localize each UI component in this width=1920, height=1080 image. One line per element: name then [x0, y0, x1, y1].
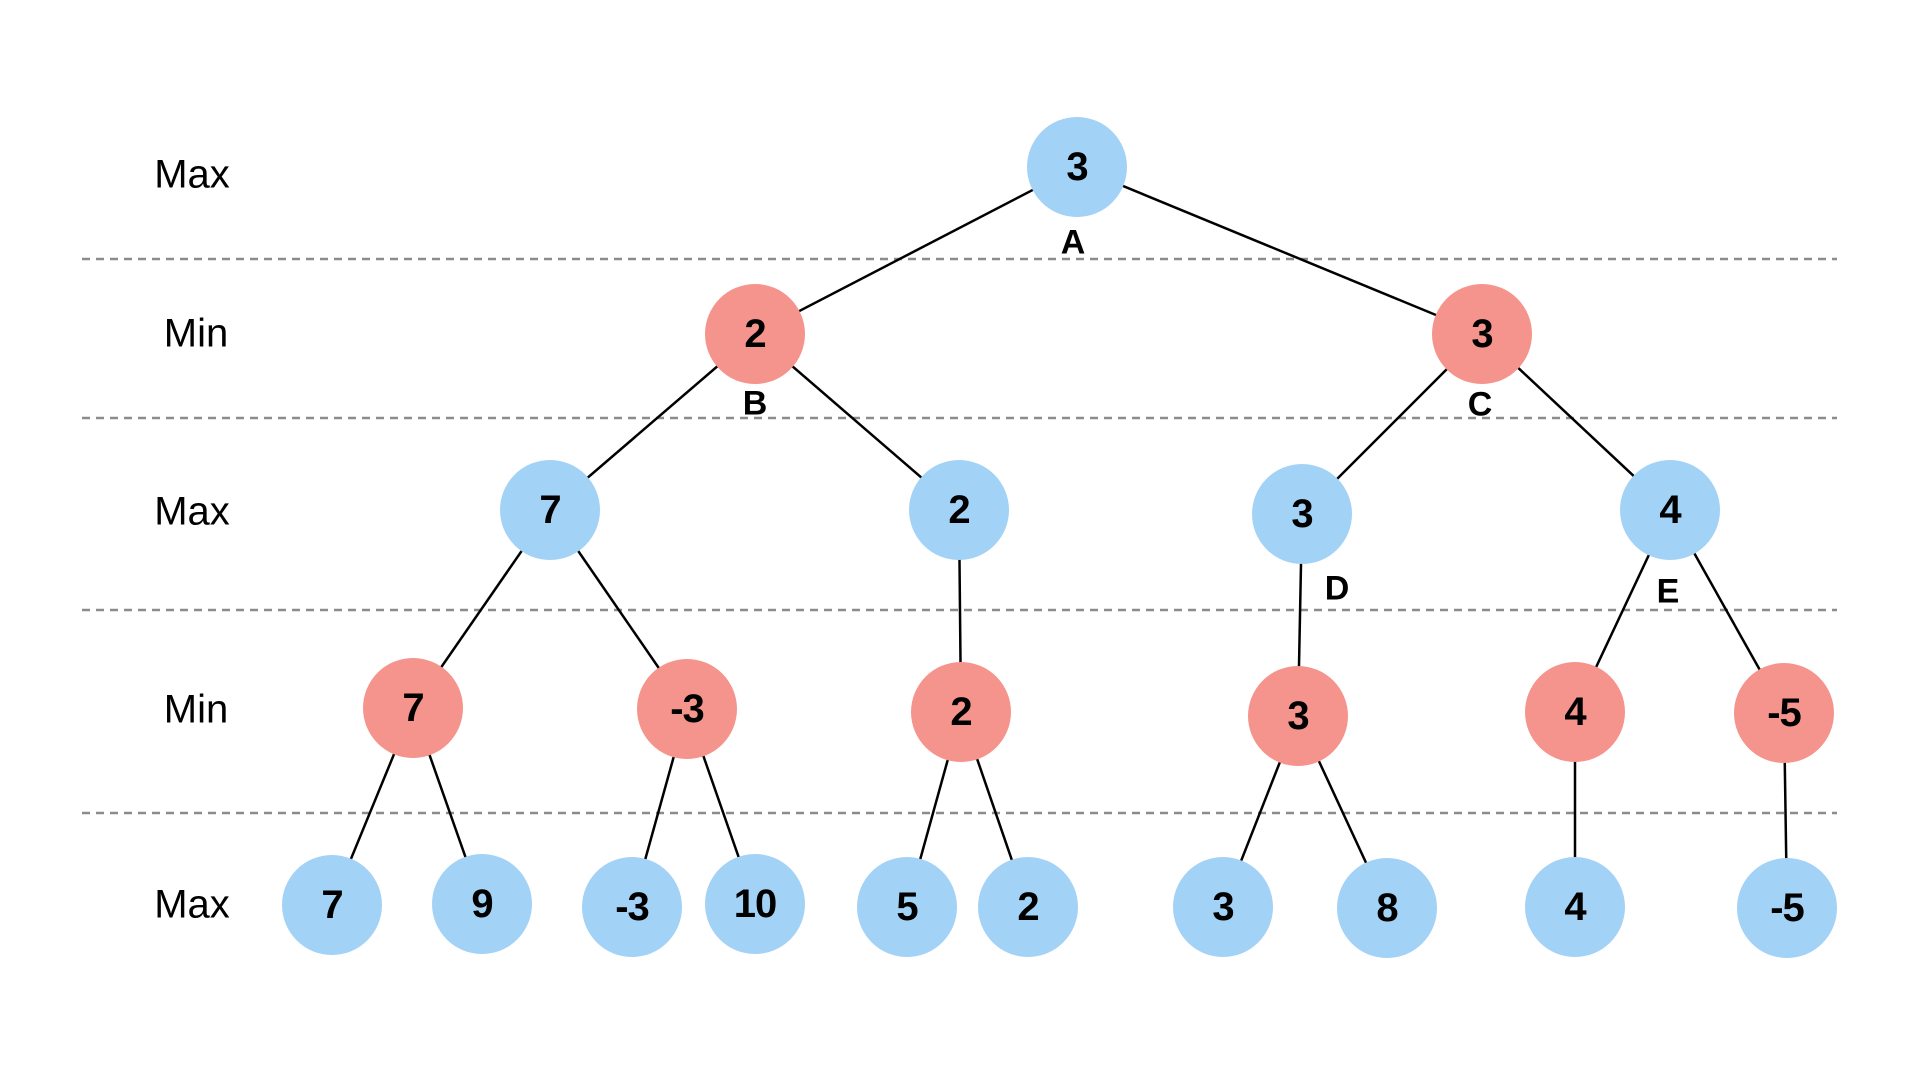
tree-node-e-max: 4	[1620, 460, 1720, 560]
row-label-max-level-5: Max	[154, 882, 230, 927]
tree-node-g-max: 2	[909, 460, 1009, 560]
tree-node-q-max: 10	[705, 854, 805, 954]
node-letter-label-c: C	[1467, 385, 1493, 424]
tree-node-k-min: 3	[1248, 666, 1348, 766]
row-label-min-level-2: Min	[163, 311, 229, 356]
tree-node-u-max: 8	[1337, 858, 1437, 958]
tree-node-t-max: 3	[1173, 857, 1273, 957]
tree-node-w-max: -5	[1737, 858, 1837, 958]
tree-node-a-max: 3	[1027, 117, 1127, 217]
tree-node-b-min: 2	[705, 284, 805, 384]
tree-node-h-min: 7	[363, 658, 463, 758]
node-letter-label-b: B	[742, 384, 768, 423]
tree-node-l-min: 4	[1525, 662, 1625, 762]
tree-node-v-max: 4	[1525, 857, 1625, 957]
tree-node-r-max: 5	[857, 857, 957, 957]
row-label-max-level-1: Max	[154, 152, 230, 197]
tree-node-d-max: 3	[1252, 464, 1352, 564]
tree-node-n-max: 7	[282, 855, 382, 955]
tree-node-c-min: 3	[1432, 284, 1532, 384]
tree-node-m-min: -5	[1734, 663, 1834, 763]
tree-edge	[754, 165, 1078, 336]
tree-edge	[1076, 165, 1483, 336]
tree-node-i-min: -3	[637, 659, 737, 759]
tree-node-s-max: 2	[978, 857, 1078, 957]
row-label-max-level-3: Max	[154, 489, 230, 534]
tree-node-p-max: -3	[582, 857, 682, 957]
tree-node-f-max: 7	[500, 460, 600, 560]
tree-node-j-min: 2	[911, 662, 1011, 762]
tree-node-o-max: 9	[432, 854, 532, 954]
row-label-min-level-4: Min	[163, 687, 229, 732]
node-letter-label-e: E	[1656, 572, 1680, 611]
node-letter-label-d: D	[1324, 569, 1350, 608]
node-letter-label-a: A	[1060, 223, 1086, 262]
